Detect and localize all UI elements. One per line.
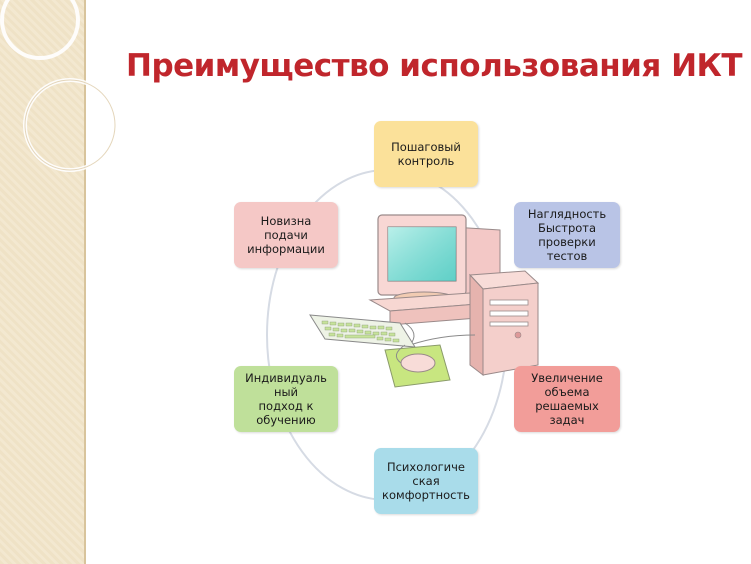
node-psychological-comfort-label: Психологиче ская комфортность — [382, 460, 470, 502]
page-title: Преимущество использования ИКТ — [126, 48, 726, 84]
circle-rings-decoration — [0, 0, 120, 200]
node-psychological-comfort: Психологиче ская комфортность — [374, 448, 478, 514]
node-novelty: Новизна подачи информации — [234, 202, 338, 268]
node-increase-volume: Увеличение объема решаемых задач — [514, 366, 620, 432]
node-step-control: Пошаговый контроль — [374, 121, 478, 187]
node-novelty-label: Новизна подачи информации — [247, 214, 325, 256]
node-individual-approach: Индивидуаль ный подход к обучению — [234, 366, 338, 432]
node-individual-approach-label: Индивидуаль ный подход к обучению — [245, 371, 327, 427]
node-visibility-speed: Наглядность Быстрота проверки тестов — [514, 202, 620, 268]
node-visibility-speed-label: Наглядность Быстрота проверки тестов — [528, 207, 606, 263]
node-increase-volume-label: Увеличение объема решаемых задач — [531, 371, 603, 427]
node-step-control-label: Пошаговый контроль — [391, 140, 461, 168]
